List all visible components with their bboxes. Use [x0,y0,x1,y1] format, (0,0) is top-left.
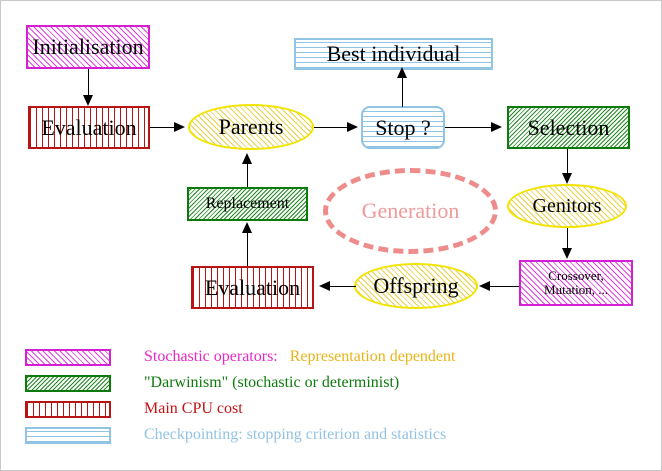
arrowhead-stop-to-best [397,67,407,78]
legend-swatch-blue [25,426,111,444]
legend-row-cpu-cost: Main CPU cost [25,400,243,418]
legend-text-checkpointing: Checkpointing: stopping criterion and st… [144,426,447,443]
edge-stop-to-selection [445,127,493,128]
node-genitors-label: Genitors [532,194,602,217]
edge-eval-to-parents [150,127,177,128]
arrowhead-selection-to-genitors [562,173,572,184]
node-best-individual-label: Best individual [326,41,461,67]
node-genitors[interactable]: Genitors [507,184,627,228]
legend-swatch-red [25,400,111,418]
edge-replacement-to-parents [247,164,248,187]
node-stop-label: Stop ? [375,114,431,140]
node-evaluation-top-label: Evaluation [41,114,137,140]
node-selection[interactable]: Selection [507,106,630,149]
edge-selection-to-genitors [567,149,568,175]
arrowhead-crossover-to-offspring [479,281,490,291]
legend-text-stochastic: Stochastic operators: Representation dep… [144,348,455,366]
node-offspring[interactable]: Offspring [354,263,478,309]
legend-text-cpu-cost: Main CPU cost [144,400,243,417]
node-offspring-label: Offspring [373,273,459,299]
arrowhead-replacement-to-parents [242,153,252,164]
edge-offspring-to-eval [330,286,356,287]
legend-row-darwinism: "Darwinism" (stochastic or determinist) [25,374,399,392]
arrowhead-parents-to-stop [347,122,358,132]
node-replacement-label: Replacement [205,194,290,212]
edge-eval-to-replacement [247,232,248,266]
node-parents-label: Parents [218,114,284,140]
node-generation: Generation [323,168,498,254]
node-generation-label: Generation [361,198,460,223]
node-selection-label: Selection [527,114,610,140]
node-stop[interactable]: Stop ? [361,106,445,149]
node-replacement[interactable]: Replacement [187,187,308,221]
legend-text-darwinism: "Darwinism" (stochastic or determinist) [144,374,400,391]
edge-init-to-eval [88,69,89,97]
edge-crossover-to-offspring [490,286,519,287]
node-evaluation-top[interactable]: Evaluation [28,106,150,149]
arrowhead-stop-to-selection [491,122,502,132]
arrowhead-genitors-to-crossover [562,248,572,259]
node-best-individual[interactable]: Best individual [294,38,493,70]
legend-row-checkpointing: Checkpointing: stopping criterion and st… [25,426,446,444]
edge-parents-to-stop [314,127,349,128]
node-initialisation-label: Initialisation [32,34,144,60]
node-crossover-line2: Mutation, ... [544,282,608,297]
node-crossover-line1: Crossover, [548,268,604,284]
arrowhead-init-to-eval [83,95,93,106]
edge-genitors-to-crossover [567,228,568,250]
node-parents[interactable]: Parents [188,104,314,150]
arrowhead-offspring-to-eval [319,281,330,291]
node-evaluation-bottom[interactable]: Evaluation [191,266,314,309]
legend-row-stochastic: Stochastic operators: Representation dep… [25,348,455,366]
edge-stop-to-best [402,76,403,107]
arrowhead-eval-to-parents [174,122,185,132]
node-initialisation[interactable]: Initialisation [26,25,150,69]
node-evaluation-bottom-label: Evaluation [204,274,301,300]
legend-text-stochastic-sub: Representation dependent [289,348,456,365]
arrowhead-eval-to-replacement [242,222,252,233]
node-crossover-mutation[interactable]: Crossover, Mutation, ... [519,260,633,306]
legend-swatch-green [25,374,111,392]
legend-text-stochastic-main: Stochastic operators: [144,348,278,365]
legend-swatch-magenta [25,348,111,366]
